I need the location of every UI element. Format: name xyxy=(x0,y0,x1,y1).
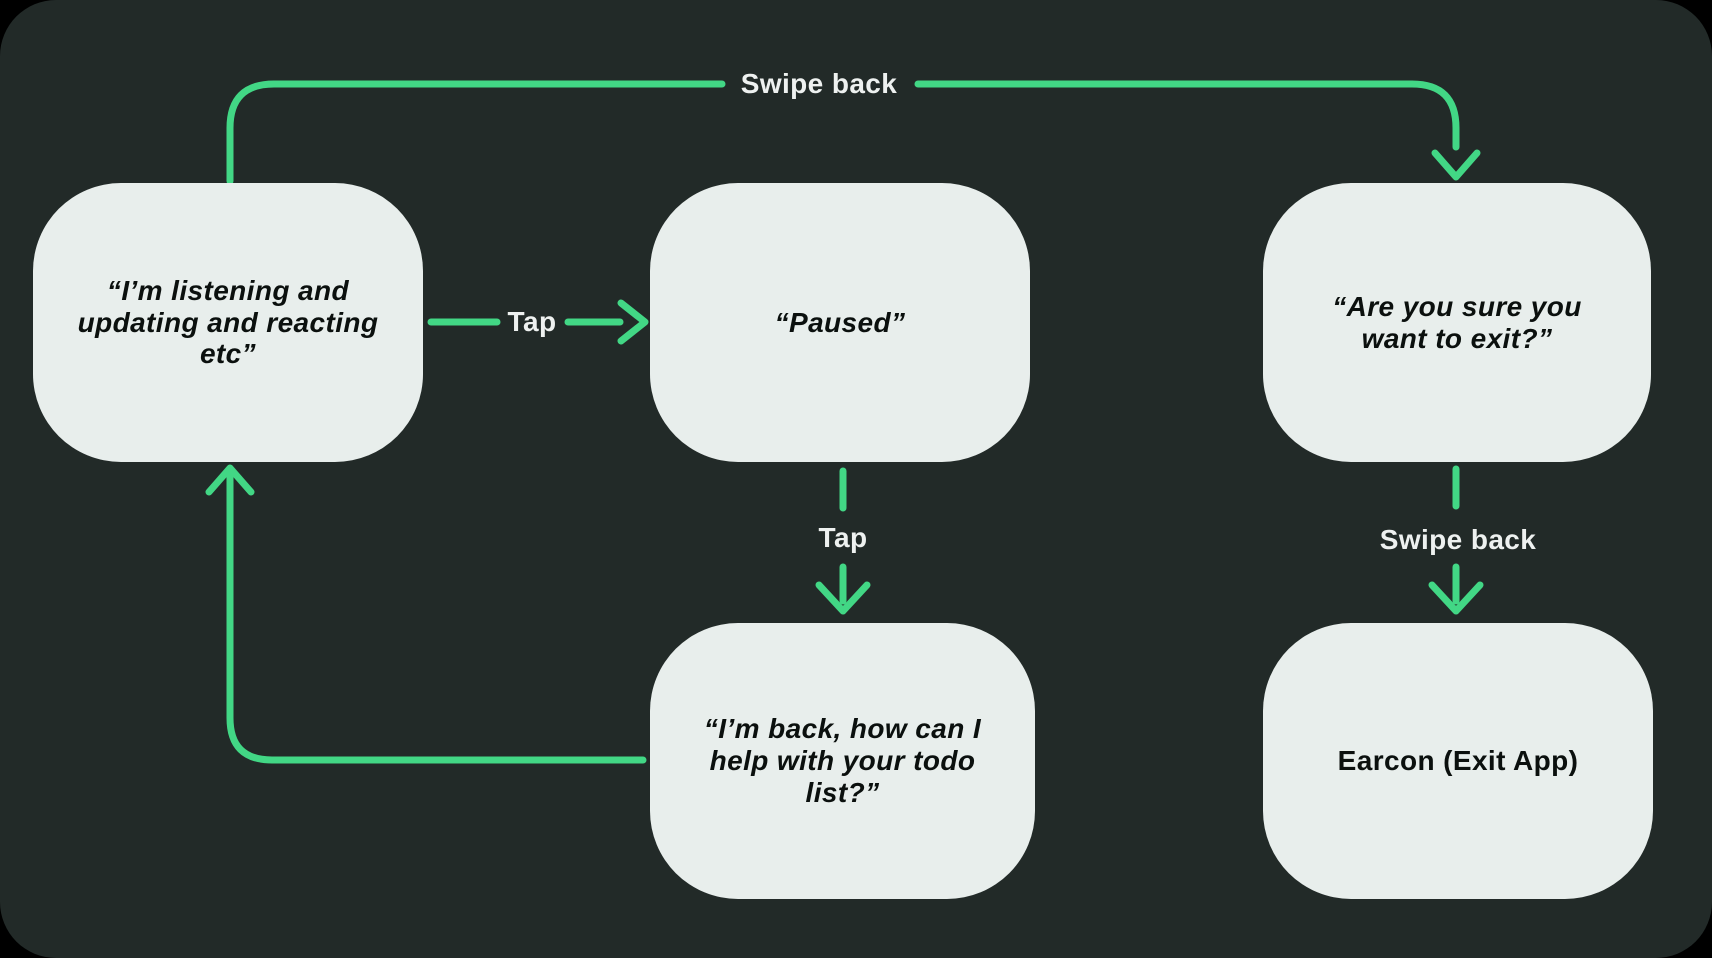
edge-return-loop xyxy=(226,468,647,764)
edge-label-swipe-back-top: Swipe back xyxy=(740,68,898,99)
node-paused: “Paused” xyxy=(650,183,1030,462)
edge-label-tap-right: Tap xyxy=(507,306,557,337)
arrowhead-down-into-confirm-exit xyxy=(1431,149,1481,181)
edge-swipe-back-top-right-segment xyxy=(914,80,1460,151)
edge-label-swipe-back-down: Swipe back xyxy=(1379,524,1537,555)
node-listening: “I’m listening and updating and reacting… xyxy=(33,183,423,462)
arrowhead-down-into-earcon xyxy=(1428,581,1484,615)
edge-swipe-back-top-left-segment xyxy=(226,80,726,185)
arrowhead-down-into-back-todo xyxy=(815,581,871,615)
arrowhead-right-into-paused xyxy=(617,299,649,345)
edge-label-tap-down: Tap xyxy=(818,522,868,553)
node-back-todo: “I’m back, how can I help with your todo… xyxy=(650,623,1035,899)
node-confirm-exit: “Are you sure you want to exit?” xyxy=(1263,183,1651,462)
arrowhead-up-into-listening xyxy=(205,464,255,496)
node-earcon-exit: Earcon (Exit App) xyxy=(1263,623,1653,899)
